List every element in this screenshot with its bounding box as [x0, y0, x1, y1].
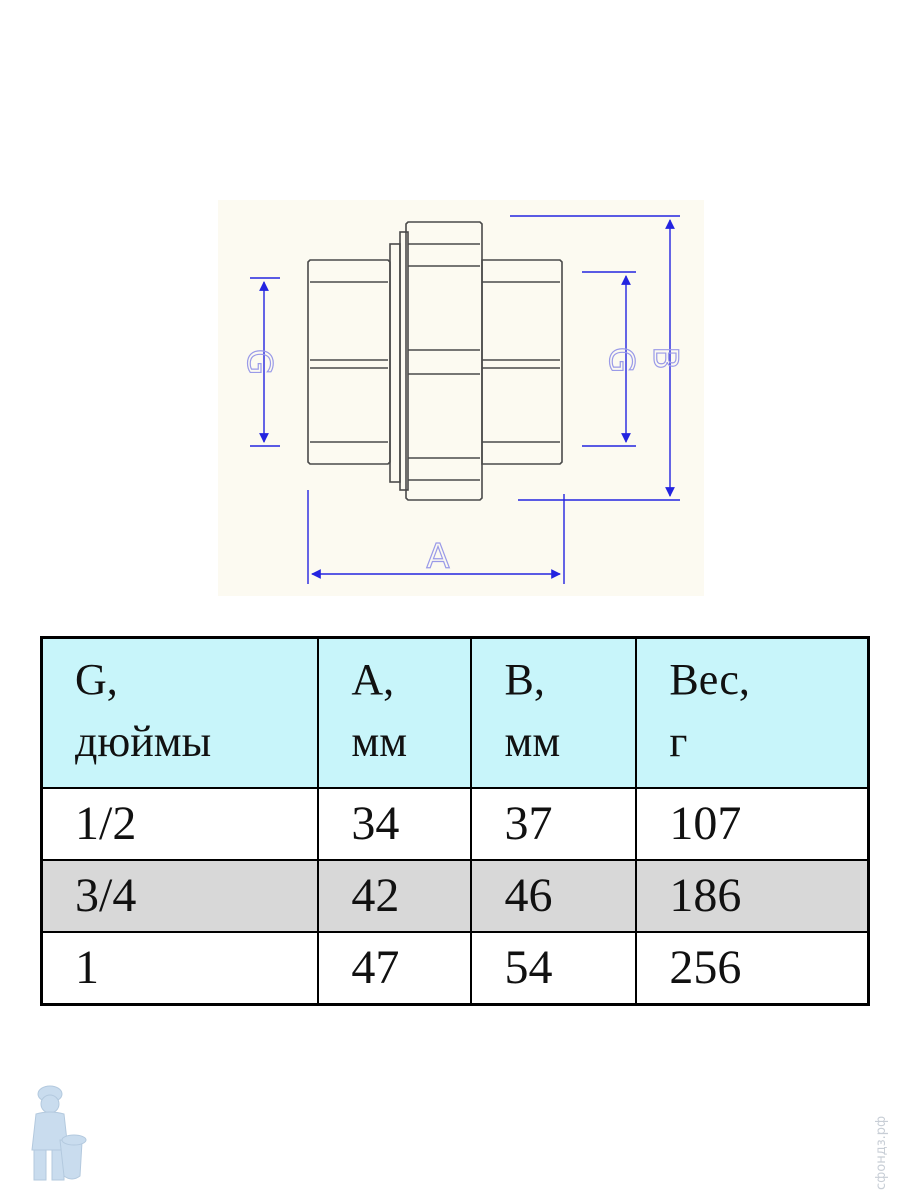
- cell-b: 37: [470, 787, 638, 861]
- table-row: 1/2 34 37 107: [40, 787, 870, 861]
- cell-g: 1/2: [40, 787, 320, 861]
- dimension-lines: [250, 215, 680, 584]
- dimension-label-g-left: G: [239, 349, 279, 375]
- header-b: B,мм: [470, 636, 638, 789]
- cell-b: 46: [470, 859, 638, 933]
- cell-weight: 107: [635, 787, 870, 861]
- cell-g: 1: [40, 931, 320, 1006]
- fitting-body-outline: [307, 221, 563, 501]
- cell-a: 47: [317, 931, 473, 1006]
- technical-drawing: G G B A: [218, 200, 704, 596]
- cell-weight: 186: [635, 859, 870, 933]
- dimensions-table: G,дюймы A,мм B,мм Вес,г 1/2 34 37 107 3/…: [40, 636, 870, 1006]
- table-row: 1 47 54 256: [40, 931, 870, 1006]
- cell-b: 54: [470, 931, 638, 1006]
- header-weight: Вес,г: [635, 636, 870, 789]
- plumber-mascot-icon: [20, 1080, 92, 1190]
- dimension-label-a: A: [426, 537, 449, 577]
- site-watermark: сфондз.рф: [874, 1115, 889, 1190]
- table-header-row: G,дюймы A,мм B,мм Вес,г: [40, 636, 870, 789]
- cell-g: 3/4: [40, 859, 320, 933]
- cell-a: 42: [317, 859, 473, 933]
- dimension-label-b: B: [645, 346, 685, 369]
- header-a: A,мм: [317, 636, 473, 789]
- dimension-label-g-right: G: [601, 347, 641, 373]
- cell-weight: 256: [635, 931, 870, 1006]
- header-g: G,дюймы: [40, 636, 320, 789]
- table-row: 3/4 42 46 186: [40, 859, 870, 933]
- cell-a: 34: [317, 787, 473, 861]
- union-fitting-drawing: G G B A: [238, 215, 686, 584]
